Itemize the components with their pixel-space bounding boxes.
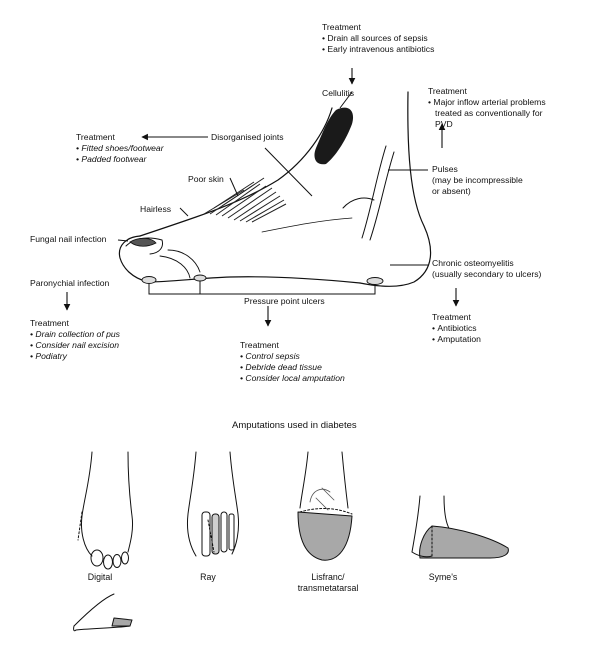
pvd-treatment: Treatment Major inflow arterial problems… [428, 86, 546, 130]
paronychial-treatment: Treatment Drain collection of pus Consid… [30, 318, 120, 362]
leader-lines [117, 91, 428, 295]
treatment-heading: Treatment [322, 22, 361, 32]
pulses-label: Pulses (may be incompressible or absent) [432, 164, 523, 197]
fungal-nail-label: Fungal nail infection [30, 234, 107, 244]
treatment-heading: Treatment [432, 312, 471, 322]
treatment-item: Debride dead tissue [240, 362, 345, 373]
pulse-vessel [361, 145, 387, 239]
symes-foot [411, 495, 509, 559]
treatment-item: Early intravenous antibiotics [322, 44, 434, 55]
caption-line: Lisfranc/ [311, 572, 345, 582]
osteomyelitis-treatment: Treatment Antibiotics Amputation [432, 312, 481, 345]
treatment-heading: Treatment [240, 340, 279, 350]
arrows [63, 68, 460, 327]
treatment-item: Drain all sources of sepsis [322, 33, 434, 44]
pulses-note: or absent) [432, 186, 471, 196]
caption-digital: Digital [87, 572, 113, 582]
fungal-nail [129, 237, 157, 247]
main-foot [118, 91, 432, 287]
treatment-item: Amputation [432, 334, 480, 345]
osteomyelitis-note: (usually secondary to ulcers) [432, 269, 542, 279]
big-toe-outline [118, 235, 149, 283]
digital-foot [77, 451, 133, 570]
pulses-note: (may be incompressible [432, 175, 523, 185]
lisfranc-shaded-area [297, 511, 353, 561]
caption-ray: Ray [200, 572, 216, 582]
treatment-item: Consider local amputation [240, 373, 344, 384]
foot-heel-outline [359, 91, 432, 287]
joints-treatment: Treatment Fitted shoes/footwear Padded f… [76, 132, 164, 165]
cellulitis-treatment: Treatment Drain all sources of sepsis Ea… [322, 22, 434, 55]
amputations-title: Amputations used in diabetes [232, 420, 357, 431]
treatment-heading: Treatment [30, 318, 69, 328]
lisfranc-foot [297, 451, 353, 561]
hairless-label: Hairless [140, 204, 172, 214]
caption-line: transmetatarsal [297, 583, 359, 593]
caption-lisfranc: Lisfranc/ transmetatarsal [288, 572, 368, 594]
bottom-foot-sketch [73, 593, 133, 632]
treatment-item: Padded footwear [76, 154, 164, 165]
osteomyelitis-title: Chronic osteomyelitis [432, 258, 514, 268]
treatment-item: Control sepsis [240, 351, 345, 362]
paronychial-label: Paronychial infection [30, 278, 110, 288]
treatment-item: Major inflow arterial problems [428, 97, 545, 108]
foot-sole-outline [147, 276, 361, 284]
treatment-item: Podiatry [30, 351, 120, 362]
caption-symes: Syme's [428, 572, 458, 582]
treatment-item-cont: treated as conventionally for [435, 108, 543, 118]
cellulitis-patch [314, 107, 354, 165]
pressure-ulcers-label: Pressure point ulcers [244, 296, 325, 306]
osteomyelitis-label: Chronic osteomyelitis (usually secondary… [432, 258, 541, 280]
ray-foot [187, 451, 239, 557]
treatment-heading: Treatment [428, 86, 467, 96]
amputation-illustrations [73, 451, 509, 632]
pulses-title: Pulses [432, 164, 458, 174]
treatment-item: Drain collection of pus [30, 329, 120, 340]
treatment-item-cont: PVD [435, 119, 453, 129]
poor-skin-label: Poor skin [188, 174, 224, 184]
treatment-item: Consider nail excision [30, 340, 120, 351]
ulcer-spots [141, 274, 384, 285]
disorganised-joints-label: Disorganised joints [211, 132, 284, 142]
pressure-ulcers-treatment: Treatment Control sepsis Debride dead ti… [240, 340, 345, 384]
treatment-item: Antibiotics [432, 323, 481, 334]
treatment-item: Fitted shoes/footwear [76, 143, 163, 154]
foot-dorsum-outline [139, 107, 333, 237]
symes-shaded-area [419, 525, 509, 559]
cellulitis-label: Cellulitis [322, 88, 354, 98]
treatment-heading: Treatment [76, 132, 115, 142]
